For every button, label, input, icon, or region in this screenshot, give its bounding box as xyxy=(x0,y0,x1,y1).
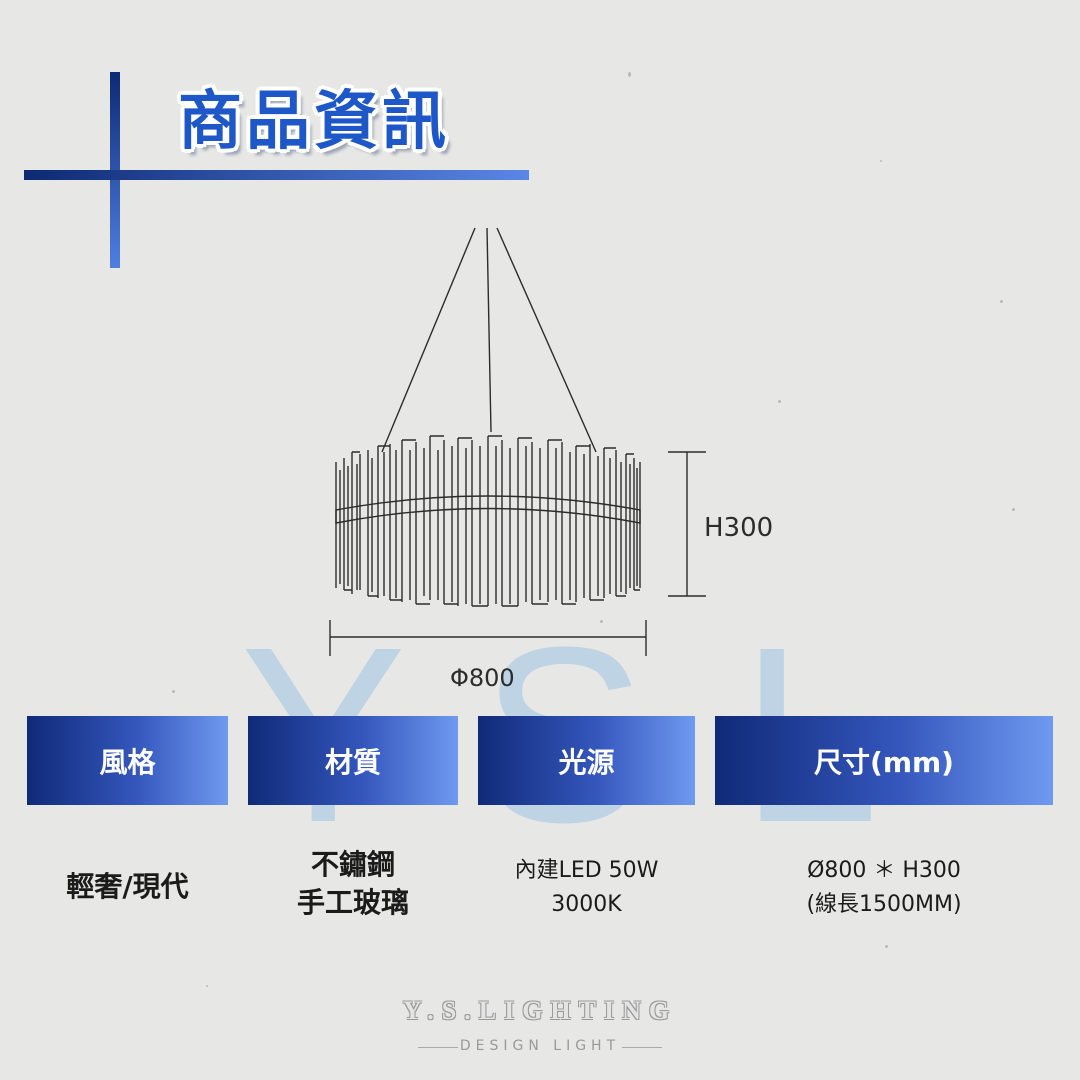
title-horizontal-bar xyxy=(24,170,529,180)
bg-speck xyxy=(880,160,882,162)
height-dimension-label: H300 xyxy=(704,513,773,543)
spec-header-material: 材質 xyxy=(248,716,458,805)
spec-header-style: 風格 xyxy=(27,716,228,805)
bg-speck xyxy=(885,945,888,948)
bg-speck xyxy=(172,690,175,693)
diameter-dimension-label: Φ800 xyxy=(450,664,515,692)
spec-value-line: 手工玻璃 xyxy=(296,886,409,919)
spec-value-material: 不鏽鋼 手工玻璃 xyxy=(248,846,458,922)
spec-value-size: Ø800 ＊ H300 (線長1500MM) xyxy=(715,854,1053,922)
brand-divider xyxy=(418,1047,458,1048)
brand-divider xyxy=(622,1047,662,1048)
bg-speck xyxy=(1012,508,1015,511)
spec-value-line: Ø800 ＊ H300 xyxy=(807,858,961,883)
spec-value-line: 內建LED 50W xyxy=(514,858,659,883)
spec-value-line: 3000K xyxy=(551,892,622,917)
spec-value-line: 輕奢/現代 xyxy=(66,870,189,903)
page-title: 商品資訊 xyxy=(178,85,450,159)
bg-speck xyxy=(628,72,631,77)
spec-value-style: 輕奢/現代 xyxy=(27,868,228,906)
spec-value-light-source: 內建LED 50W 3000K xyxy=(478,854,695,922)
spec-header-size: 尺寸(mm) xyxy=(715,716,1053,805)
spec-header-light-source: 光源 xyxy=(478,716,695,805)
brand-tagline: DESIGN LIGHT xyxy=(459,1038,621,1054)
bg-speck xyxy=(206,985,208,987)
brand-name: Y.S.LIGHTING xyxy=(402,996,678,1025)
bg-speck xyxy=(600,620,603,623)
bg-speck xyxy=(778,400,781,403)
bg-speck xyxy=(1000,300,1003,303)
spec-value-line: (線長1500MM) xyxy=(806,892,962,917)
spec-value-line: 不鏽鋼 xyxy=(310,848,395,881)
